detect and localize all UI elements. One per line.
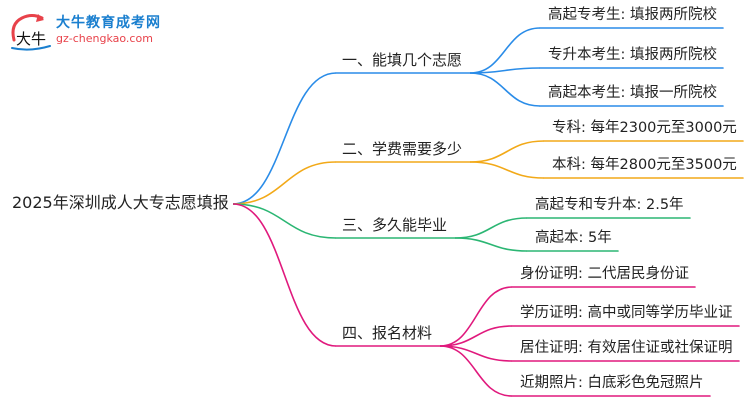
leaf-tuition-benke: 本科: 每年2800元至3500元 — [552, 157, 737, 173]
connector-curve — [454, 217, 528, 239]
leaf-residence-proof: 居住证明: 有效居住证或社保证明 — [520, 340, 733, 356]
connector-curve — [469, 27, 541, 74]
branch-tuition: 二、学费需要多少 — [342, 140, 463, 158]
connector-curve — [439, 325, 513, 347]
connector-curve — [469, 161, 545, 179]
root-node: 2025年深圳成人大专志愿填报 — [12, 193, 229, 212]
site-logo[interactable]: 大牛 大牛教育成考网 gz-chengkao.com — [8, 10, 178, 52]
branch-application-materials: 四、报名材料 — [342, 324, 433, 342]
leaf-gaoqizhuan-volunteers: 高起专考生: 填报两所院校 — [548, 7, 717, 23]
logo-title: 大牛教育成考网 — [56, 15, 161, 31]
leaf-tuition-zhuanke: 专科: 每年2300元至3000元 — [552, 120, 737, 136]
bull-logo-icon: 大牛 — [11, 14, 51, 51]
connector-curve — [454, 237, 528, 252]
branch-volunteer-count: 一、能填几个志愿 — [342, 51, 463, 69]
connector-curve — [469, 67, 541, 74]
leaf-photo: 近期照片: 白底彩色免冠照片 — [520, 375, 704, 391]
connector-curve — [232, 161, 337, 205]
leaf-zhuanshengben-volunteers: 专升本考生: 填报两所院校 — [548, 47, 717, 63]
leaf-duration-gaoqizhuan: 高起专和专升本: 2.5年 — [535, 197, 684, 213]
logo-url: gz-chengkao.com — [56, 32, 153, 45]
connector-curve — [232, 72, 337, 205]
leaf-education-proof: 学历证明: 高中或同等学历毕业证 — [520, 305, 733, 321]
connector-curve — [439, 286, 513, 347]
leaf-gaoqiben-volunteers: 高起本考生: 填报一所院校 — [548, 85, 717, 101]
connector-curve — [232, 203, 337, 239]
logo-mark-text: 大牛 — [16, 30, 46, 48]
branch-graduation-time: 三、多久能毕业 — [342, 216, 448, 234]
connector-curve — [439, 345, 513, 362]
leaf-duration-gaoqiben: 高起本: 5年 — [535, 230, 612, 246]
connector-curve — [439, 345, 513, 397]
connector-curve — [469, 72, 541, 107]
leaf-identity-proof: 身份证明: 二代居民身份证 — [520, 266, 689, 282]
connector-curve — [232, 203, 337, 347]
connector-curve — [469, 140, 545, 163]
